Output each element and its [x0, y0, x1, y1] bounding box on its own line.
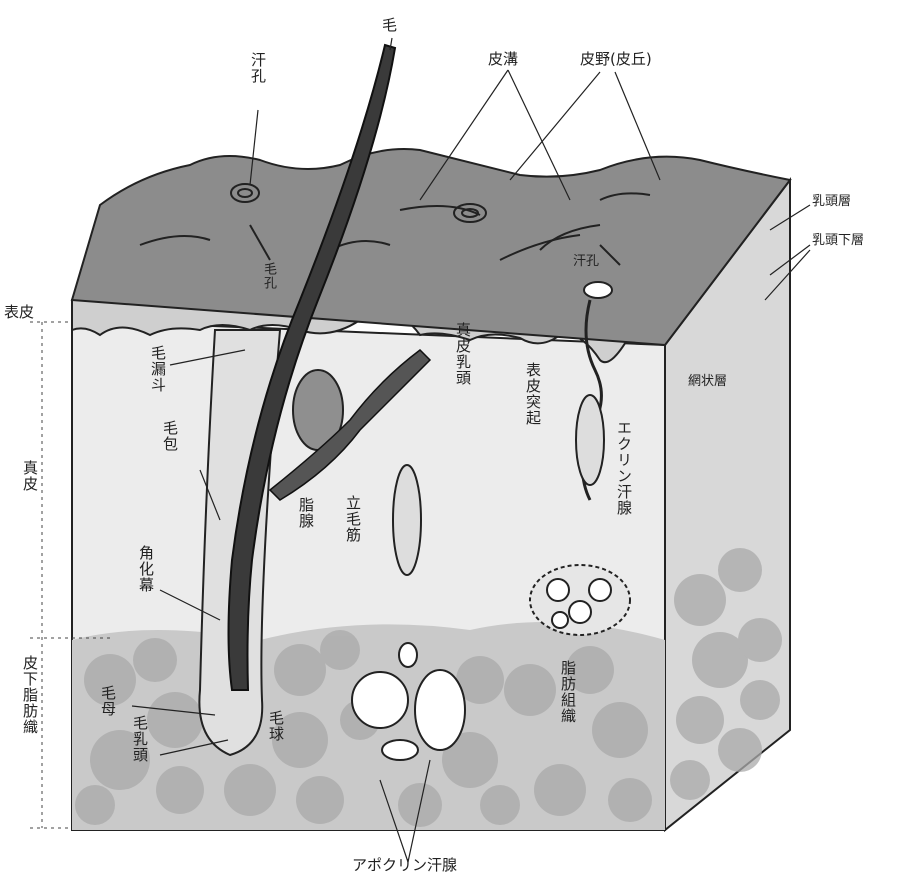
label-subpapillary-layer: 乳頭下層 — [812, 233, 865, 248]
label-skin-groove: 皮溝 — [488, 50, 519, 68]
label-skin-ridge: 皮野(皮丘) — [580, 50, 652, 68]
eccrine-gland-cluster — [529, 564, 631, 636]
apocrine-gland — [351, 642, 466, 761]
label-epidermis: 表皮 — [4, 303, 35, 321]
label-reticular-layer: 網状層 — [688, 374, 728, 389]
label-dermis: 真皮 — [21, 460, 39, 492]
label-sweat-pore-mid: 汗孔 — [573, 254, 600, 269]
label-hypodermis: 皮下脂肪織 — [21, 655, 39, 735]
fat-cells — [75, 548, 782, 827]
label-eccrine-gland: エクリン汗腺 — [615, 420, 633, 516]
label-papillary-layer: 乳頭層 — [812, 194, 852, 209]
label-hair-matrix: 毛母 — [99, 685, 117, 717]
arrector-pili-muscle — [268, 349, 432, 501]
label-hair-bulb: 毛球 — [267, 710, 285, 742]
top-surface — [70, 148, 792, 347]
leader-lines — [131, 37, 811, 863]
eccrine-coil-upper — [575, 394, 605, 486]
label-hair-pore: 毛孔 — [261, 262, 276, 290]
label-sebaceous-gland: 脂腺 — [297, 497, 315, 529]
label-adipose-tissue: 脂肪組織 — [559, 660, 577, 724]
label-arrector-pili: 立毛筋 — [344, 495, 362, 543]
label-rete-ridge: 表皮突起 — [524, 362, 542, 426]
label-keratinized-sheath: 角化幕 — [137, 545, 155, 593]
label-hair: 毛 — [382, 16, 398, 34]
surface-sweat-pores — [230, 183, 613, 299]
eccrine-coil-lower — [392, 464, 422, 576]
label-hair-papilla: 毛乳頭 — [131, 715, 149, 763]
label-sweat-pore-top: 汗孔 — [249, 52, 267, 84]
label-apocrine-gland: アポクリン汗腺 — [352, 856, 458, 874]
hair-shaft — [227, 43, 397, 691]
label-dermal-papilla: 真皮乳頭 — [454, 322, 472, 386]
label-infundibulum: 毛漏斗 — [149, 345, 167, 393]
label-hair-follicle: 毛包 — [161, 420, 179, 452]
